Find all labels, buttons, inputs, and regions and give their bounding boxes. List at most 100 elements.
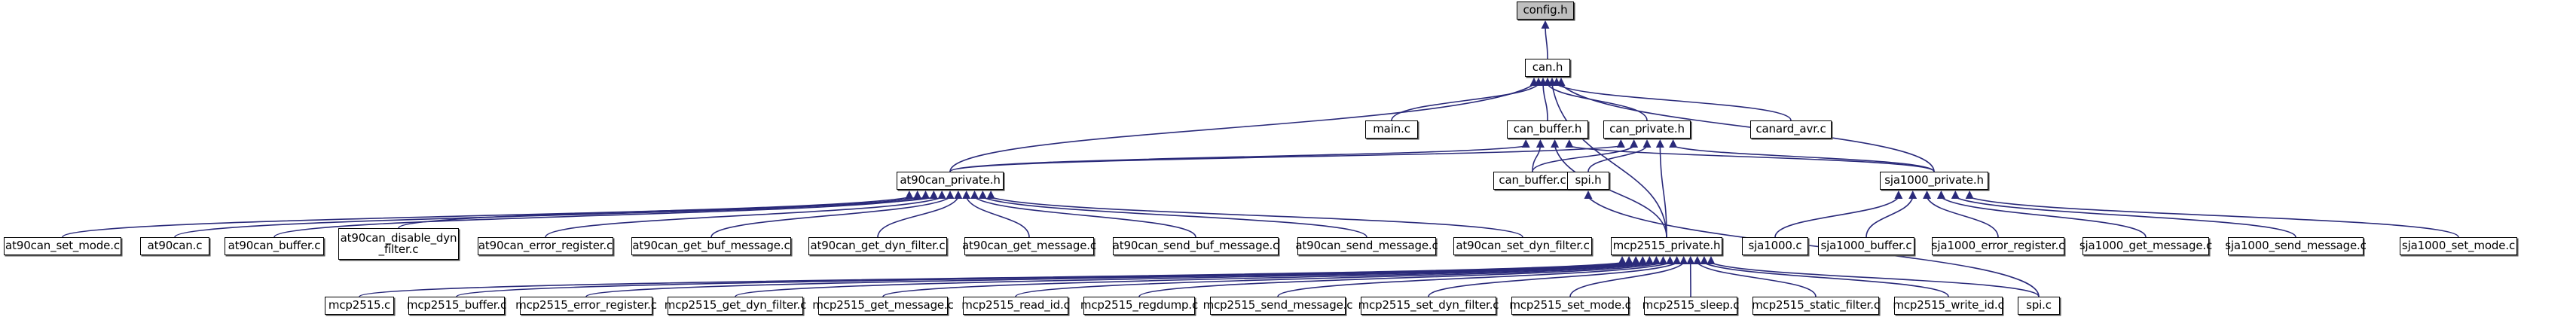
graph-edge [585,262,1636,297]
graph-edge-arrowhead [1693,256,1702,264]
graph-edge-arrowhead [921,190,930,199]
graph-node-at90can-c[interactable]: at90can.c [140,237,209,255]
graph-node-mcp2515-set-mode-c[interactable]: mcp2515_set_mode.c [1509,297,1631,315]
graph-node-at90can-send-message-c[interactable]: at90can_send_message.c [1295,237,1438,255]
graph-edge [1866,197,1914,238]
graph-node-canard-avr-c[interactable]: canard_avr.c [1750,120,1832,139]
graph-edge-arrowhead [1529,78,1539,86]
graph-edge [398,197,934,229]
graph-node-at90can-get-buf-message-c[interactable]: at90can_get_buf_message.c [631,237,791,255]
graph-node-spi-h[interactable]: spi.h [1567,172,1609,190]
graph-edge [1704,262,1949,297]
graph-node-mcp2515-private-h[interactable]: mcp2515_private.h [1611,237,1722,255]
graph-edge-arrowhead [962,190,971,199]
graph-edge-arrowhead [1700,256,1709,264]
graph-edge [1277,262,1670,297]
graph-edge [949,145,1526,172]
graph-edge [1554,145,1667,238]
graph-node-at90can-disable-dyn-filter-c[interactable]: at90can_disable_dyn _filter.c [338,228,459,260]
graph-edge-arrowhead [1630,139,1639,148]
graph-edge-arrowhead [970,190,979,199]
graph-edge [949,145,1621,172]
graph-edge [1774,197,1899,238]
graph-node-at90can-error-register-c[interactable]: at90can_error_register.c [478,237,613,255]
graph-edge-arrowhead [1557,78,1566,86]
graph-edge-arrowhead [1536,139,1545,148]
graph-edge-arrowhead [913,190,922,199]
graph-edge-arrowhead [1707,256,1716,264]
graph-node-at90can-get-message-c[interactable]: at90can_get_message.c [962,237,1096,255]
graph-node-can-private-h[interactable]: can_private.h [1603,120,1691,139]
graph-edge [1673,145,1935,172]
graph-node-sja1000-private-h[interactable]: sja1000_private.h [1880,172,1988,190]
graph-node-mcp2515-error-register-c[interactable]: mcp2515_error_register.c [515,297,657,315]
graph-edge [990,197,1523,238]
graph-edge [1940,197,2147,238]
graph-edge-arrowhead [1666,256,1675,264]
graph-edge [877,197,959,238]
graph-edge [1969,197,2459,238]
graph-node-at90can-buffer-c[interactable]: at90can_buffer.c [225,237,324,255]
graph-edge-arrowhead [946,190,955,199]
graph-edge [1532,145,1542,172]
graph-node-at90can-get-dyn-filter-c[interactable]: at90can_get_dyn_filter.c [808,237,947,255]
graph-node-config-h[interactable]: config.h [1517,2,1574,20]
graph-edge [949,84,1535,172]
graph-edge-arrowhead [1965,190,1974,199]
graph-edge-arrowhead [1616,139,1625,148]
graph-edge-arrowhead [1618,256,1627,264]
graph-node-mcp2515-regdump-c[interactable]: mcp2515_regdump.c [1080,297,1198,315]
graph-edge-arrowhead [1642,139,1652,148]
graph-node-at90can-private-h[interactable]: at90can_private.h [897,172,1004,190]
graph-node-can-buffer-c[interactable]: can_buffer.c [1493,172,1572,190]
graph-node-mcp2515-get-dyn-filter-c[interactable]: mcp2515_get_dyn_filter.c [665,297,806,315]
graph-node-sja1000-buffer-c[interactable]: sja1000_buffer.c [1818,237,1914,255]
graph-node-at90can-set-dyn-filter-c[interactable]: at90can_set_dyn_filter.c [1453,237,1592,255]
graph-node-mcp2515-c[interactable]: mcp2515.c [325,297,394,315]
graph-edge [710,197,951,238]
graph-node-sja1000-c[interactable]: sja1000.c [1742,237,1808,255]
graph-edge-arrowhead [1551,139,1560,148]
graph-edge-arrowhead [1894,190,1903,199]
graph-node-mcp2515-static-filter-c[interactable]: mcp2515_static_filter.c [1752,297,1880,315]
graph-node-mcp2515-set-dyn-filter-c[interactable]: mcp2515_set_dyn_filter.c [1358,297,1499,315]
graph-edge [1545,26,1548,59]
graph-node-mcp2515-send-message-c[interactable]: mcp2515_send_message.c [1203,297,1353,315]
graph-node-mcp2515-buffer-c[interactable]: mcp2515_buffer.c [407,297,506,315]
graph-edge-arrowhead [986,190,995,199]
graph-edge [1926,197,1999,238]
graph-edge [1532,145,1635,172]
graph-node-sja1000-get-message-c[interactable]: sja1000_get_message.c [2079,237,2212,255]
graph-node-can-buffer-h[interactable]: can_buffer.h [1507,120,1588,139]
graph-edge [545,197,943,238]
graph-edge-arrowhead [1923,190,1932,199]
graph-node-sja1000-send-message-c[interactable]: sja1000_send_message.c [2225,237,2367,255]
graph-node-spi-c[interactable]: spi.c [2018,297,2060,315]
graph-node-main-c[interactable]: main.c [1365,120,1418,139]
graph-node-sja1000-error-register-c[interactable]: sja1000_error_register.c [1932,237,2064,255]
graph-edge [1954,197,2296,238]
graph-edge [1542,84,1548,121]
graph-node-mcp2515-sleep-c[interactable]: mcp2515_sleep.c [1642,297,1740,315]
graph-node-can-h[interactable]: can.h [1525,59,1570,77]
graph-edge-arrowhead [1584,190,1593,199]
graph-edge [982,197,1367,238]
graph-node-at90can-set-mode-c[interactable]: at90can_set_mode.c [4,237,121,255]
graph-node-mcp2515-read-id-c[interactable]: mcp2515_read_id.c [961,297,1070,315]
graph-edge-arrowhead [1631,256,1640,264]
graph-edge [1138,262,1664,297]
graph-edge [965,197,1030,238]
graph-edge [273,197,926,238]
graph-node-mcp2515-get-message-c[interactable]: mcp2515_get_message.c [812,297,954,315]
graph-edge-arrowhead [1624,256,1633,264]
graph-edge-arrowhead [954,190,963,199]
graph-edge [1428,262,1677,297]
graph-node-at90can-send-buf-message-c[interactable]: at90can_send_buf_message.c [1113,237,1279,255]
graph-node-sja1000-set-mode-c[interactable]: sja1000_set_mode.c [2400,237,2517,255]
graph-edge [456,262,1630,297]
graph-node-mcp2515-write-id-c[interactable]: mcp2515_write_id.c [1893,297,2004,315]
graph-edge-arrowhead [1655,139,1664,148]
graph-edge [1569,262,1685,297]
graph-edge [1710,262,2040,297]
